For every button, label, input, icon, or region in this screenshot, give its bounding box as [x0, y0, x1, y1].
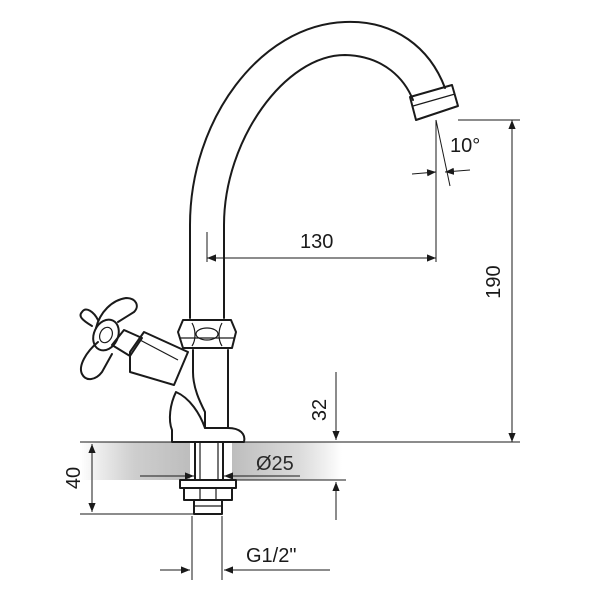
collar-nut: [177, 319, 237, 349]
cross-handle: [79, 297, 138, 380]
thread-size-label: G1/2": [246, 545, 296, 567]
mount-depth-label: 40: [63, 467, 85, 489]
dim-thread-size: G1/2": [160, 516, 330, 580]
washer: [179, 479, 237, 489]
lock-nut: [183, 487, 233, 501]
faucet-body: [79, 20, 459, 443]
base-flange: [168, 391, 246, 443]
threaded-shank: [194, 441, 224, 481]
hole-diameter-label: Ø25: [256, 453, 294, 475]
total-height-label: 190: [483, 265, 505, 298]
dim-spout-reach: 130: [206, 231, 436, 262]
mounting-hardware: [179, 441, 237, 515]
aerator-nozzle: [409, 84, 459, 121]
dim-hole-diameter: Ø25: [140, 453, 300, 480]
lower-body: [192, 349, 229, 429]
spout-inner: [223, 54, 414, 319]
countertop-band: [80, 441, 520, 480]
dim-base-height: 32: [232, 372, 346, 520]
inlet-thread: [193, 499, 223, 515]
dim-mount-depth: 40: [63, 444, 194, 515]
valve-bonnet: [111, 329, 189, 386]
angle-label: 10°: [450, 135, 480, 157]
dim-spout-angle: 10°: [411, 119, 480, 262]
spout-outer: [189, 20, 446, 319]
base-height-label: 32: [309, 399, 331, 421]
reach-label: 130: [300, 231, 333, 253]
dim-total-height: 190: [458, 119, 520, 442]
